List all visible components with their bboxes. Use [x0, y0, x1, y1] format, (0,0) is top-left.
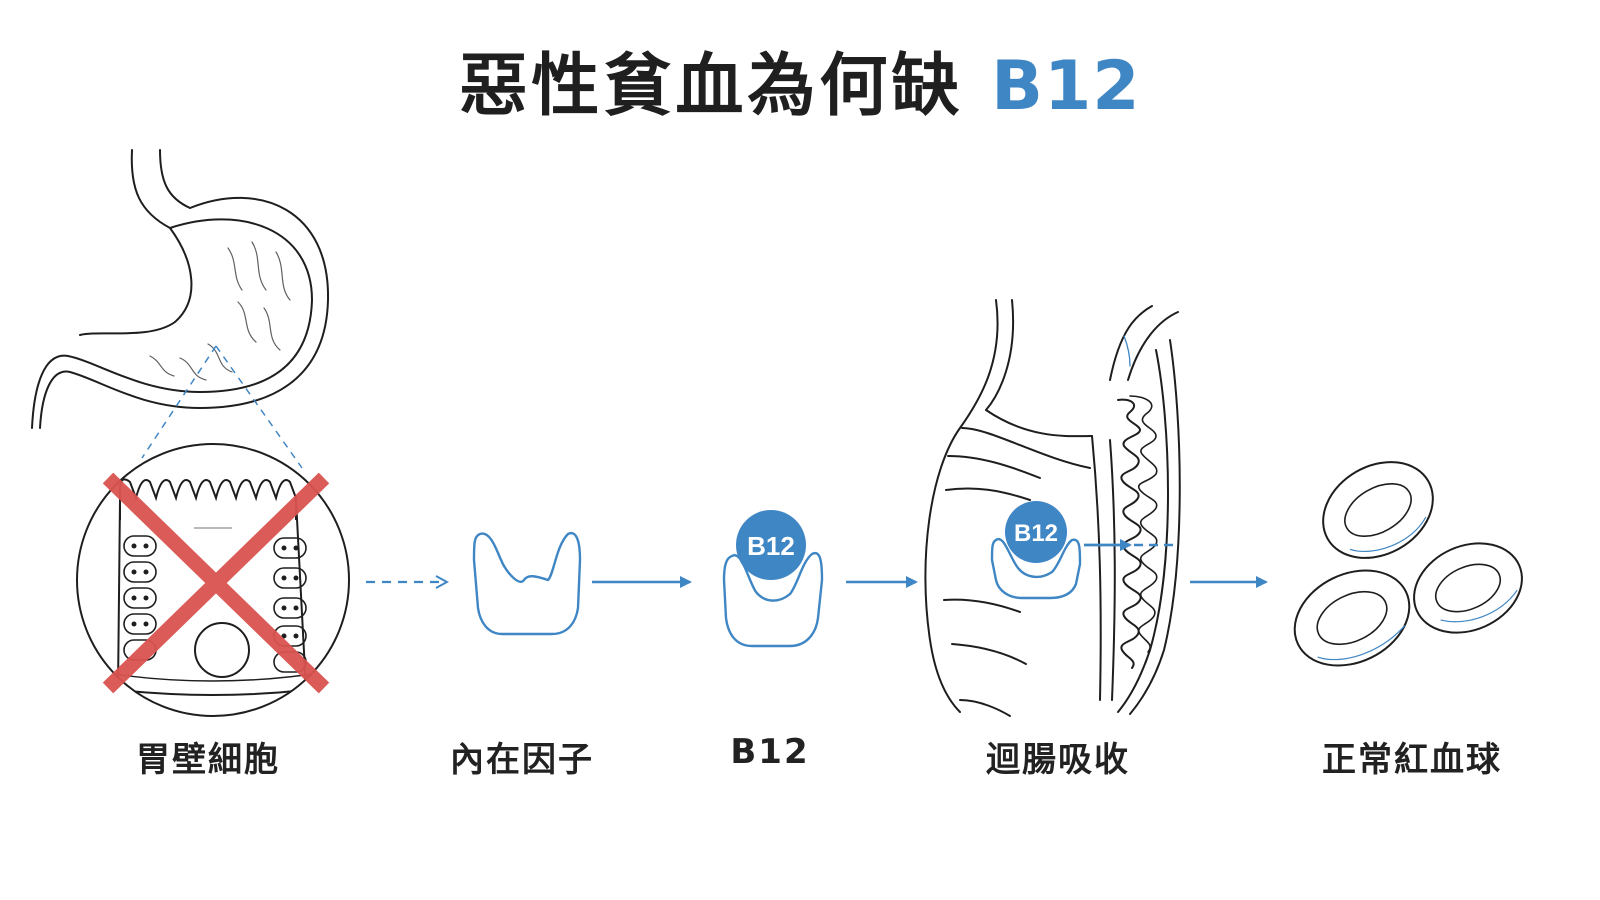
blocked-x-icon — [102, 472, 330, 694]
stomach-illustration — [31, 149, 330, 429]
ileum-b12-complex: B12 — [990, 501, 1174, 600]
b12-molecule-label: B12 — [747, 531, 795, 561]
b12-absorbing-molecule — [1005, 501, 1067, 563]
red-blood-cells — [1293, 461, 1523, 667]
page-title: 惡性貧血為何缺 B12 — [0, 30, 1600, 129]
step-label-b12: B12 — [730, 732, 810, 772]
step-label-intrinsic-factor: 內在因子 — [450, 740, 594, 780]
red-blood-cell-2 — [1413, 542, 1523, 634]
intrinsic-factor-shape — [472, 531, 582, 636]
ileum-illustration — [924, 299, 1181, 717]
b12-molecule — [736, 510, 806, 580]
zoom-guide — [141, 345, 303, 469]
title-main: 惡性貧血為何缺 — [459, 47, 964, 126]
red-blood-cell-1 — [1322, 461, 1434, 559]
step-label-normal-rbc: 正常紅血球 — [1322, 740, 1502, 780]
step-label-ileum-absorption: 迴腸吸收 — [986, 740, 1130, 780]
b12-if-complex: B12 — [722, 510, 824, 648]
step-label-parietal-cell: 胃壁細胞 — [136, 740, 280, 780]
red-blood-cell-3 — [1293, 569, 1411, 667]
title-accent: B12 — [991, 47, 1141, 126]
b12-absorbing-label: B12 — [1014, 520, 1058, 547]
